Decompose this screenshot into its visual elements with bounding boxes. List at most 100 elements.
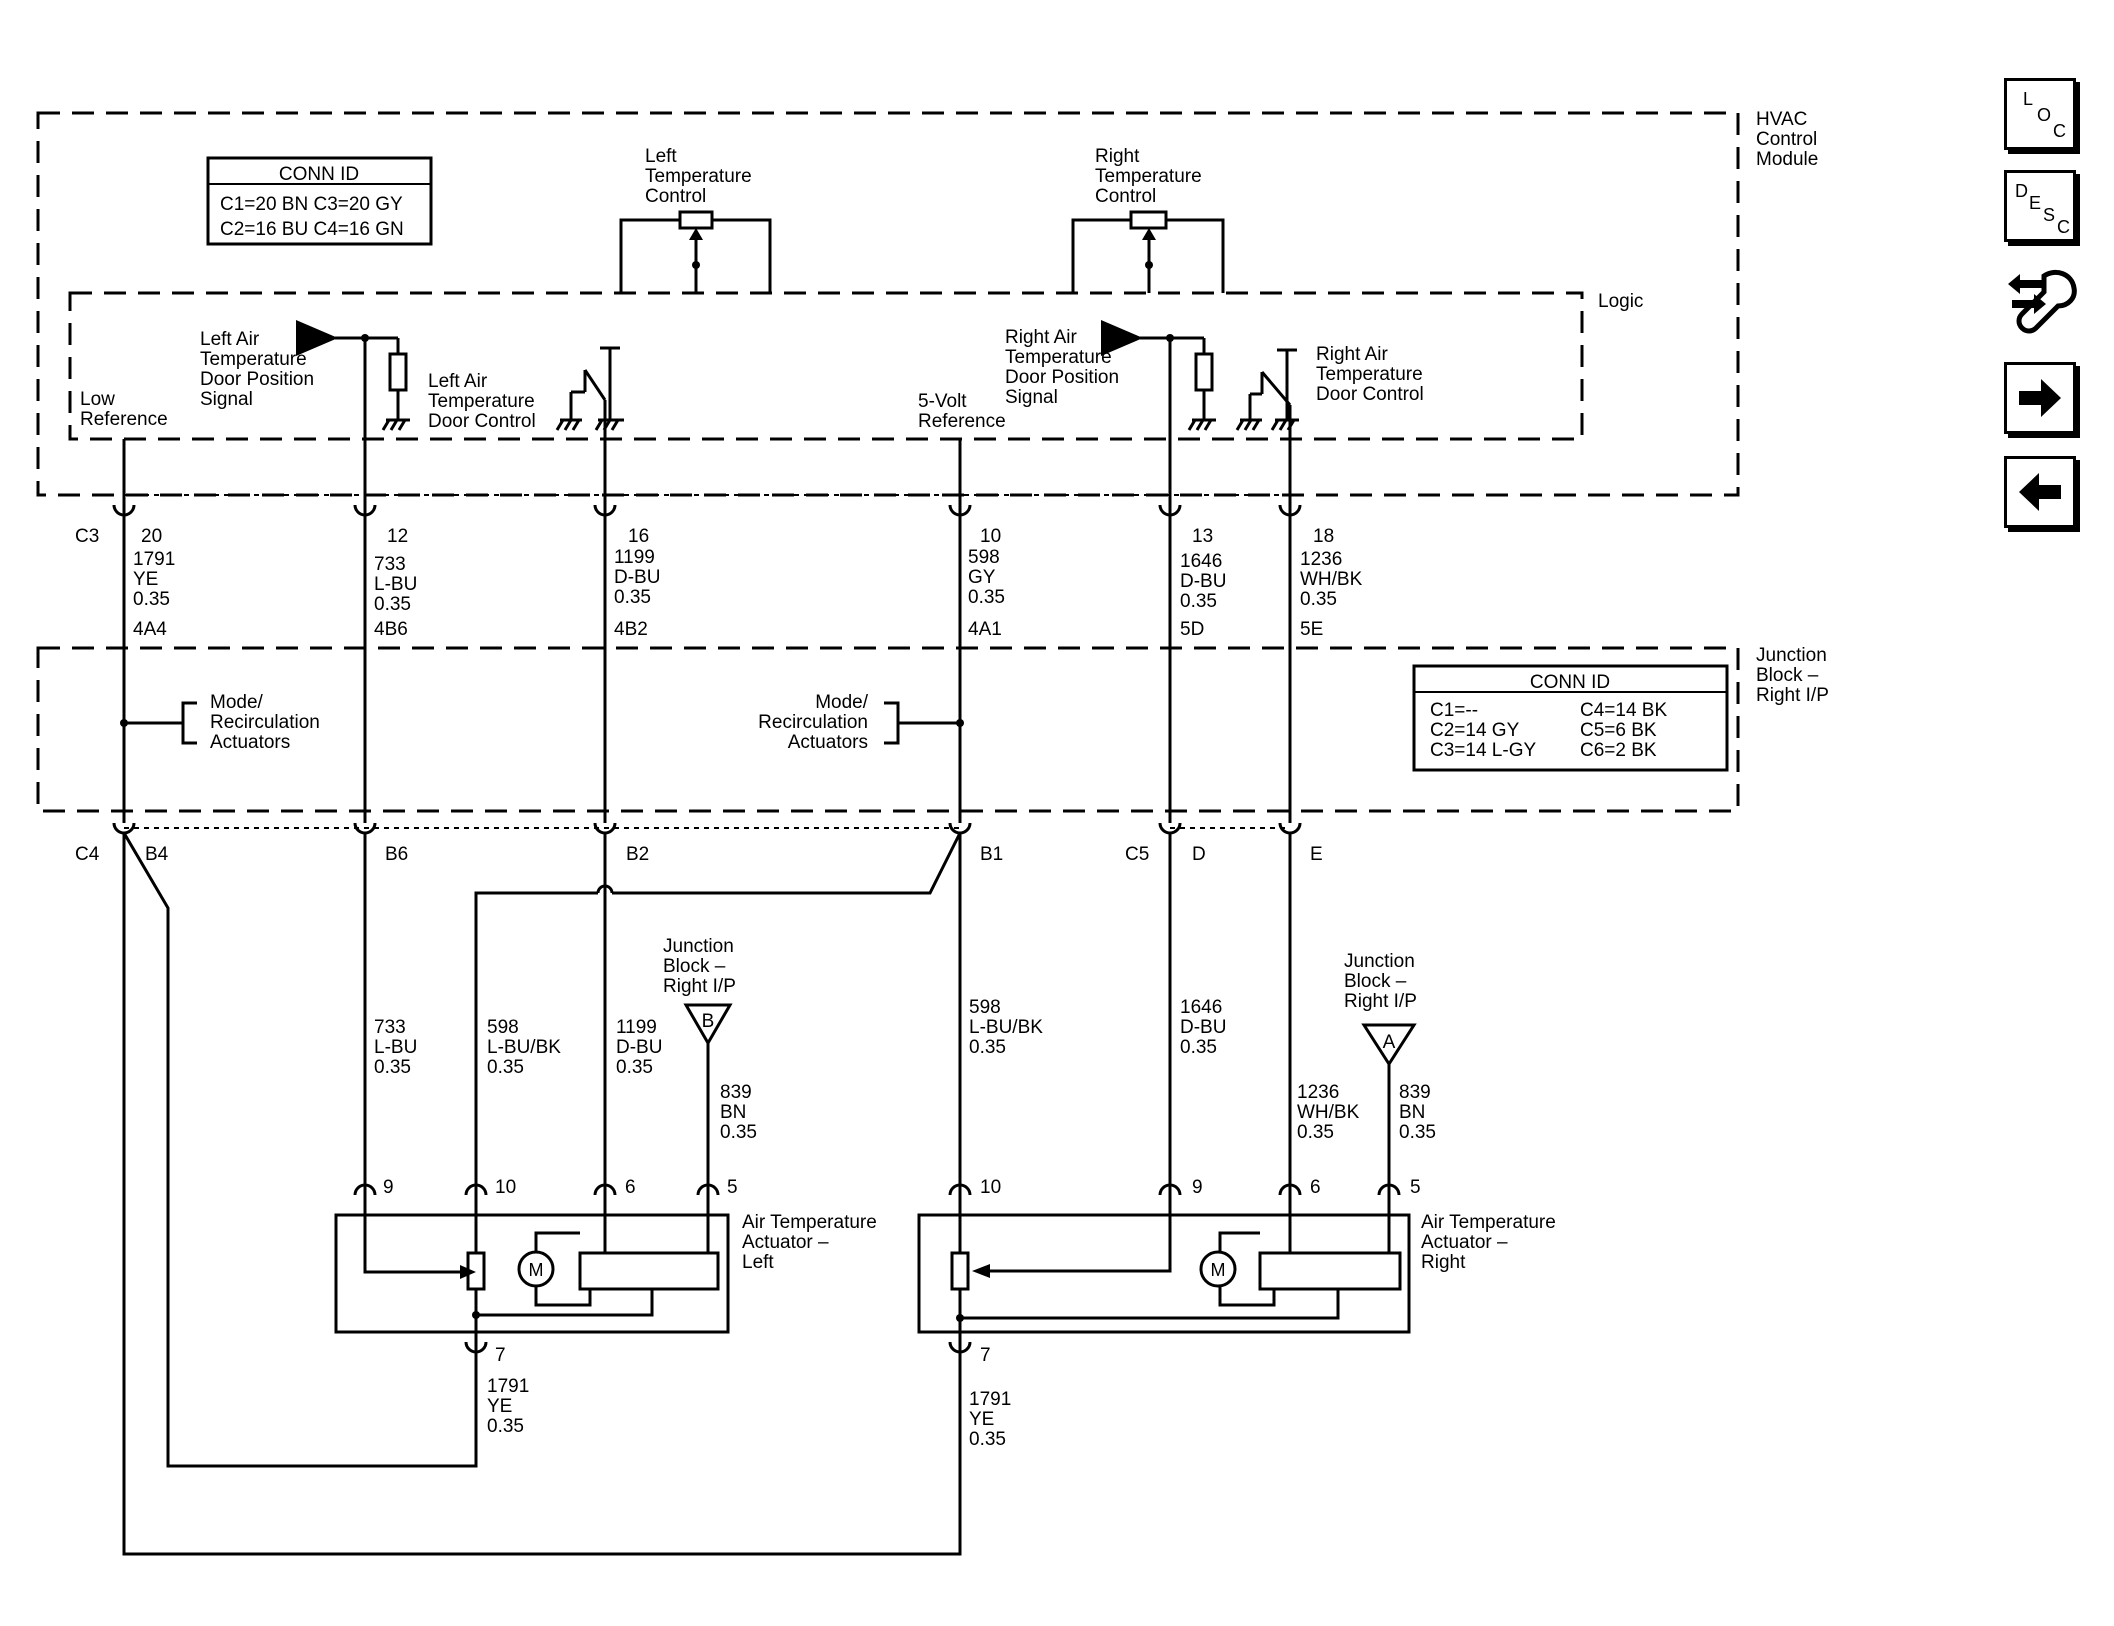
- svg-text:4A1: 4A1: [968, 619, 1002, 640]
- c3-label: C3: [75, 526, 99, 547]
- diagnostics-tool-button[interactable]: [2002, 262, 2082, 342]
- main-wires: [122, 439, 1292, 823]
- svg-text:10: 10: [495, 1177, 516, 1198]
- svg-text:5: 5: [1410, 1177, 1421, 1198]
- svg-text:CONN ID: CONN ID: [1530, 672, 1610, 693]
- svg-text:5D: 5D: [1180, 619, 1204, 640]
- desc-letter-s: S: [2043, 205, 2056, 225]
- svg-text:C1=20 BN C3=20 GY: C1=20 BN C3=20 GY: [220, 194, 403, 215]
- logic-box: [68, 291, 1584, 441]
- svg-text:6: 6: [1310, 1177, 1321, 1198]
- svg-text:E: E: [1310, 844, 1323, 865]
- svg-text:B1: B1: [980, 844, 1003, 865]
- svg-text:B: B: [702, 1011, 715, 1032]
- location-button[interactable]: L O C: [2004, 78, 2076, 150]
- junction-conn-id-table: CONN ID C1=-- C4=14 BK C2=14 GY C5=6 BK …: [1412, 664, 1729, 772]
- svg-text:C2=14 GY: C2=14 GY: [1430, 720, 1520, 741]
- svg-text:5E: 5E: [1300, 619, 1323, 640]
- svg-text:7: 7: [980, 1345, 991, 1366]
- c3-pins: [112, 504, 1302, 517]
- svg-text:5: 5: [727, 1177, 738, 1198]
- previous-page-button[interactable]: [2004, 456, 2076, 528]
- left-signal-circuit: [296, 320, 410, 495]
- svg-text:20: 20: [141, 526, 162, 547]
- svg-text:7: 7: [495, 1345, 506, 1366]
- svg-text:CONN ID: CONN ID: [279, 164, 359, 185]
- svg-text:C4=14 BK: C4=14 BK: [1580, 700, 1667, 721]
- svg-text:C6=2 BK: C6=2 BK: [1580, 740, 1657, 761]
- right-door-control-switch: [1235, 348, 1299, 495]
- svg-text:4B6: 4B6: [374, 619, 408, 640]
- svg-text:13: 13: [1192, 526, 1213, 547]
- svg-text:M: M: [529, 1260, 544, 1280]
- hvac-conn-id-table: CONN ID C1=20 BN C3=20 GY C2=16 BU C4=16…: [206, 156, 433, 246]
- svg-text:B2: B2: [626, 844, 649, 865]
- junction-block-box: [36, 646, 1740, 813]
- svg-text:C5=6 BK: C5=6 BK: [1580, 720, 1657, 741]
- svg-text:18: 18: [1313, 526, 1334, 547]
- wrench-arrows-icon: [2008, 270, 2077, 334]
- svg-text:4B2: 4B2: [614, 619, 648, 640]
- svg-text:10: 10: [980, 1177, 1001, 1198]
- lower-wires: [122, 832, 1391, 1556]
- svg-text:9: 9: [1192, 1177, 1203, 1198]
- c4-label: C4: [75, 844, 100, 865]
- desc-letter-d: D: [2015, 181, 2028, 201]
- svg-text:A: A: [1383, 1032, 1396, 1053]
- loc-letter-l: L: [2023, 89, 2034, 109]
- svg-text:6: 6: [625, 1177, 636, 1198]
- svg-text:16: 16: [628, 526, 649, 547]
- right-signal-circuit: [1101, 320, 1216, 495]
- svg-text:12: 12: [387, 526, 408, 547]
- svg-text:4A4: 4A4: [133, 619, 167, 640]
- description-button[interactable]: D E S C: [2004, 170, 2076, 242]
- desc-letter-e: E: [2029, 193, 2042, 213]
- next-page-button[interactable]: [2004, 362, 2076, 434]
- desc-letter-c: C: [2057, 217, 2070, 237]
- lower-pin-labels: B4 B6 B2 B1 D E: [145, 844, 1323, 865]
- svg-text:C1=--: C1=--: [1430, 700, 1478, 721]
- svg-text:B6: B6: [385, 844, 408, 865]
- arrow-left-icon: [2019, 473, 2061, 511]
- loc-letter-c: C: [2053, 121, 2066, 141]
- svg-text:9: 9: [383, 1177, 394, 1198]
